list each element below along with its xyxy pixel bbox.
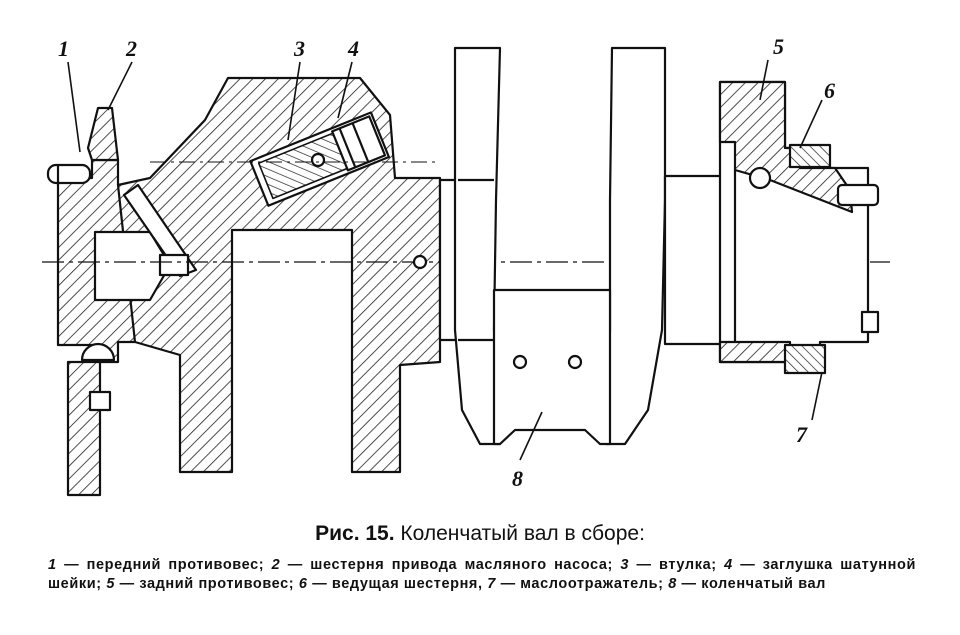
legend-num-1: 1 <box>48 557 57 573</box>
legend-num-8: 8 <box>668 576 677 592</box>
figure-label: Рис. 15. <box>315 522 395 545</box>
callout-1: 1 <box>58 36 69 61</box>
legend-text-8: коленчатый вал <box>701 576 826 592</box>
callout-8: 8 <box>512 466 523 491</box>
leader-lines <box>67 59 823 461</box>
legend-text-1: передний противовес; <box>86 557 265 573</box>
legend-text-3: втулка; <box>659 557 717 573</box>
callout-5: 5 <box>773 34 784 59</box>
legend-text-5: задний противовес; <box>139 576 295 592</box>
rear-section <box>718 80 880 375</box>
legend-text-4: заглушка шатунной шейки; <box>48 557 916 592</box>
callout-7: 7 <box>796 422 808 447</box>
figure-caption: Рис. 15. Коленчатый вал в сборе: <box>0 522 960 546</box>
crankshaft-middle <box>412 46 727 446</box>
callout-2: 2 <box>125 36 137 61</box>
legend-text-2: шестерня привода масляного насоса; <box>310 557 613 573</box>
figure-legend: 1 — передний противовес; 2 — шестерня пр… <box>48 557 916 592</box>
front-section <box>46 76 442 497</box>
legend-num-5: 5 <box>106 576 115 592</box>
legend-num-4: 4 <box>724 557 733 573</box>
legend-num-6: 6 <box>298 576 308 592</box>
crankshaft-drawing: 1 2 3 4 5 6 7 8 <box>42 34 890 497</box>
callout-6: 6 <box>824 78 835 103</box>
legend-num-7: 7 <box>487 576 496 592</box>
legend-num-3: 3 <box>620 557 630 573</box>
legend-num-2: 2 <box>271 557 281 573</box>
figure-title: Коленчатый вал в сборе: <box>400 522 645 545</box>
callout-3: 3 <box>293 36 305 61</box>
legend-text-6: ведущая шестерня, <box>331 576 483 592</box>
legend-text-7: маслоотражатель; <box>520 576 664 592</box>
callout-4: 4 <box>347 36 359 61</box>
